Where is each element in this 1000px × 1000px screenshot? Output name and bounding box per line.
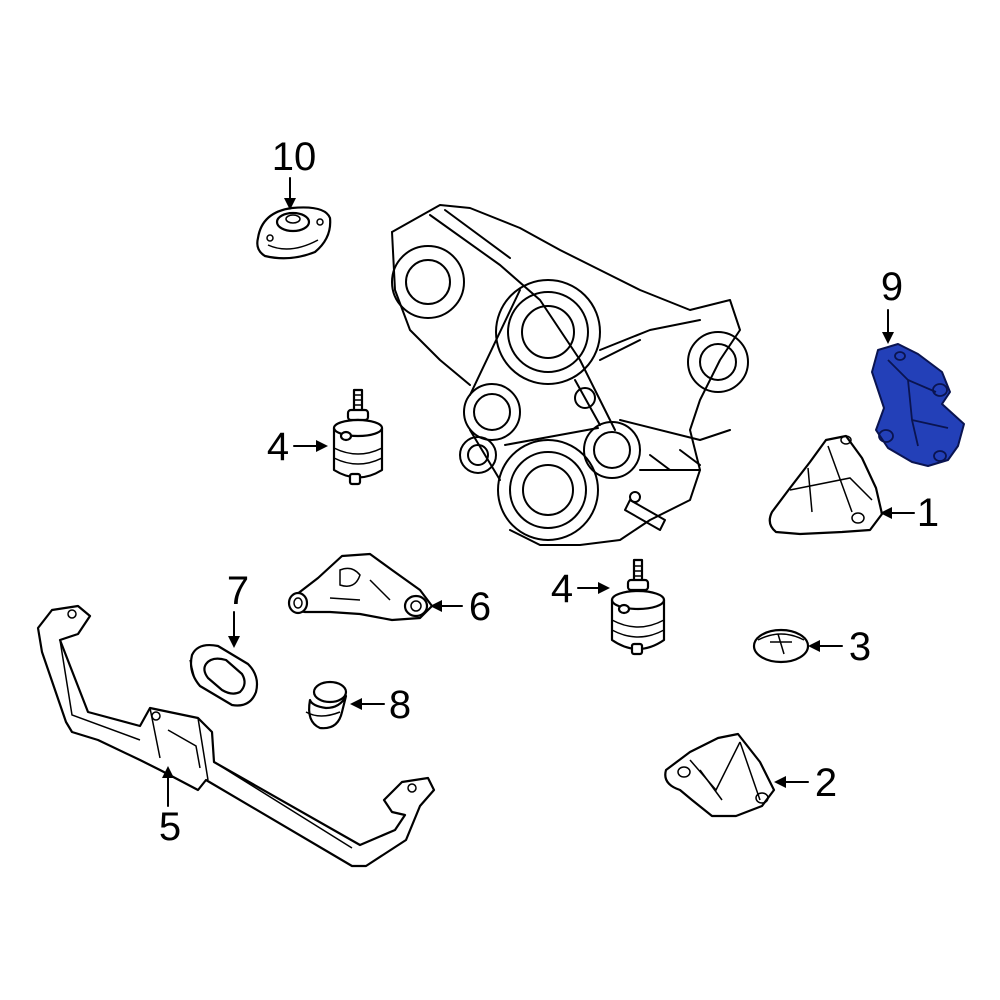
part-9-bracket-highlighted: [871, 343, 965, 467]
part-7-insulator: [189, 643, 259, 707]
callout-2: 2: [815, 761, 837, 805]
callout-5: 5: [159, 805, 181, 849]
part-5-crossmember: [36, 604, 436, 868]
part-3-washer: [752, 628, 810, 664]
callout-7: 7: [227, 569, 249, 613]
callout-4-lower: 4: [551, 567, 573, 611]
part-9-body: [871, 343, 965, 467]
part-4-mount-upper: [332, 388, 384, 486]
part-4-mount-lower: [610, 558, 666, 656]
engine-block: [391, 204, 749, 546]
callout-9: 9: [881, 265, 903, 309]
part-2-bracket: [664, 732, 776, 818]
callout-8: 8: [389, 683, 411, 727]
callout-4-upper: 4: [267, 425, 289, 469]
leader-arrows: [162, 177, 915, 807]
part-8-bushing: [305, 680, 348, 730]
callout-3: 3: [849, 625, 871, 669]
callout-1: 1: [917, 491, 939, 535]
callout-10: 10: [272, 135, 317, 179]
part-1-bracket: [768, 434, 884, 536]
part-10-mount: [256, 206, 332, 260]
callout-6: 6: [469, 585, 491, 629]
part-6-bracket: [287, 552, 434, 622]
